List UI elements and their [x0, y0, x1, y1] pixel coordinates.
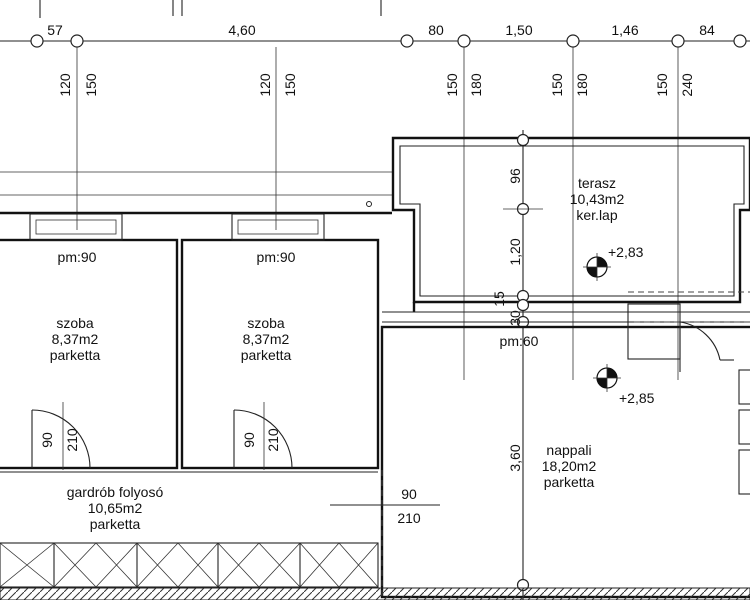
top-dimension-line: 57 4,60 80 1,50 1,46 84 — [0, 22, 750, 48]
room-szoba-1: szoba 8,37m2 parketta — [50, 315, 101, 363]
dim-label-146: 1,46 — [611, 22, 638, 38]
room-floor: parketta — [50, 347, 101, 363]
room-area: 10,65m2 — [88, 500, 143, 516]
dim-label-80: 80 — [428, 22, 444, 38]
opening-height: 120 — [257, 73, 273, 97]
terrace-door — [627, 303, 734, 372]
room-nappali: nappali 18,20m2 parketta — [542, 442, 597, 490]
level-label: +2,83 — [608, 244, 644, 260]
opening-height: 150 — [282, 73, 298, 97]
opening-height: 150 — [549, 73, 565, 97]
opening-height: 150 — [654, 73, 670, 97]
dim-node — [566, 34, 580, 48]
room-gardrob: gardrób folyosó 10,65m2 parketta — [67, 484, 164, 532]
room-floor: parketta — [241, 347, 292, 363]
dim-node — [30, 34, 44, 48]
room-area: 10,43m2 — [570, 191, 625, 207]
sill-label: pm:90 — [257, 249, 296, 265]
room-floor: parketta — [544, 474, 595, 490]
dim-label-460: 4,60 — [228, 22, 255, 38]
room-floor: parketta — [90, 516, 141, 532]
right-edge-elements — [738, 369, 750, 495]
opening-height-labels: 120 150 120 150 150 180 150 180 150 240 — [57, 73, 695, 97]
dim-node — [733, 34, 747, 48]
top-wall-stubs — [39, 0, 382, 18]
dim-360: 3,60 — [507, 444, 523, 471]
wardrobe-units — [0, 542, 379, 588]
terrace-vertical-dimension: 96 1,20 15 30 3,60 — [491, 130, 543, 600]
door-width: 90 — [241, 432, 257, 448]
door-height: 210 — [64, 428, 80, 452]
level-marker-terrace: +2,83 — [583, 244, 644, 281]
facade-lines — [0, 171, 392, 215]
opening-height: 180 — [468, 73, 484, 97]
dim-label-150: 1,50 — [505, 22, 532, 38]
dim-120: 1,20 — [507, 238, 523, 265]
room-area: 18,20m2 — [542, 458, 597, 474]
dim-label-57: 57 — [47, 22, 63, 38]
dim-node — [671, 34, 685, 48]
room-name: terasz — [578, 175, 616, 191]
room-name: szoba — [56, 315, 94, 331]
room-szoba-2: szoba 8,37m2 parketta — [241, 315, 292, 363]
room-floor: ker.lap — [576, 207, 617, 223]
room-terasz: terasz 10,43m2 ker.lap — [570, 175, 625, 223]
bedroom-door-2: 90 210 — [233, 402, 293, 470]
level-marker-living: +2,85 — [593, 364, 655, 406]
sill-label: pm:90 — [58, 249, 97, 265]
dim-node — [457, 34, 471, 48]
opening-height: 120 — [57, 73, 73, 97]
dim-96: 96 — [507, 168, 523, 184]
dim-15: 15 — [491, 291, 507, 307]
bottom-wall-hatch — [0, 587, 750, 600]
opening-axis-lines — [76, 47, 679, 380]
dim-node — [70, 34, 84, 48]
door-width: 90 — [401, 486, 417, 502]
opening-height: 180 — [574, 73, 590, 97]
sill-label: pm:60 — [500, 333, 539, 349]
level-label: +2,85 — [619, 390, 655, 406]
room-name: gardrób folyosó — [67, 484, 164, 500]
corridor-door-dims: 90 210 — [330, 486, 440, 526]
bedroom-windows — [29, 213, 325, 241]
opening-height: 150 — [444, 73, 460, 97]
opening-height: 240 — [679, 73, 695, 97]
door-height: 210 — [397, 510, 421, 526]
door-height: 210 — [265, 428, 281, 452]
room-area: 8,37m2 — [52, 331, 99, 347]
door-width: 90 — [39, 432, 55, 448]
room-name: nappali — [546, 442, 591, 458]
terrace-outline — [391, 136, 750, 312]
bedroom-door-1: 90 210 — [31, 402, 91, 470]
room-name: szoba — [247, 315, 285, 331]
room-area: 8,37m2 — [243, 331, 290, 347]
opening-height: 150 — [83, 73, 99, 97]
dim-label-84: 84 — [699, 22, 715, 38]
dim-node — [400, 34, 414, 48]
